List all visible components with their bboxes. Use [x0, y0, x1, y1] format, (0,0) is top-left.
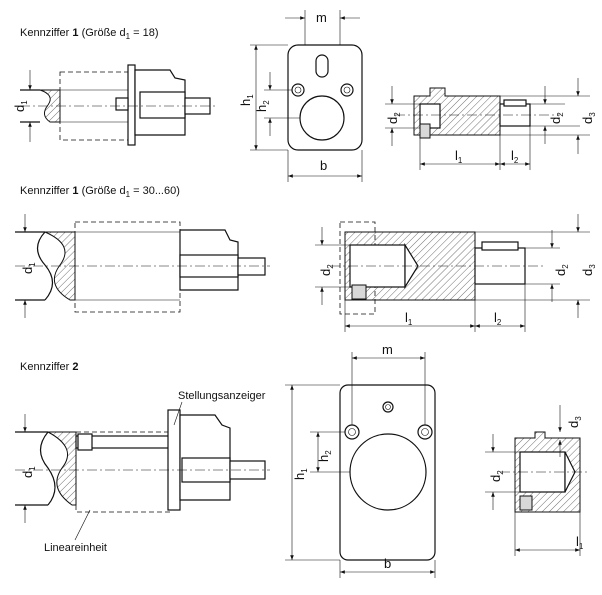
dim-h1: h1	[238, 94, 255, 106]
dim-h2: h2	[254, 100, 271, 112]
dim-m: m	[382, 342, 393, 357]
dim-d2-left: d2	[385, 112, 402, 124]
dim-d2-right: d2	[553, 264, 570, 276]
front-view-size-18: m h1 h2 b	[238, 10, 363, 182]
section-view-code-2: d2 d3 l1	[485, 405, 590, 556]
dim-l2: l2	[511, 148, 519, 165]
section-title-3: Kennziffer 2	[20, 361, 79, 373]
callout-lineareinheit: Lineareinheit	[44, 542, 107, 554]
dim-l1: l1	[405, 310, 413, 327]
dim-d2-left: d2	[318, 264, 335, 276]
dim-b: b	[384, 556, 391, 571]
dim-d3: d3	[580, 112, 597, 124]
front-view-code-2: m h1 h2 b	[285, 342, 436, 578]
side-view-size-18: d1	[12, 64, 215, 146]
dim-b: b	[320, 158, 327, 173]
section-title-2: Kennziffer 1 (Größe d1 = 30...60)	[20, 185, 180, 199]
dim-l2: l2	[494, 310, 502, 327]
dim-l1: l1	[455, 148, 463, 165]
dim-d2-right: d2	[548, 112, 565, 124]
dim-d1: d1	[20, 466, 37, 478]
dim-d3: d3	[566, 416, 583, 428]
dim-m: m	[316, 10, 327, 25]
dim-h1: h1	[292, 468, 309, 480]
section-view-size-18: d2 d2 d3 l1 l2	[385, 78, 597, 170]
section-view-size-30-60: d2 d2 d3 l1 l2	[315, 214, 597, 332]
dim-d3: d3	[580, 264, 597, 276]
dim-d1: d1	[12, 100, 29, 112]
side-view-code-2: d1 Stellungsanzeiger Lineareinheit	[15, 390, 270, 554]
dim-d1: d1	[20, 262, 37, 274]
callout-stellungsanzeiger: Stellungsanzeiger	[178, 390, 266, 402]
side-view-size-30-60: d1	[15, 214, 270, 318]
dim-d2: d2	[488, 470, 505, 482]
dim-h2: h2	[316, 450, 333, 462]
dim-l1: l1	[576, 534, 584, 551]
section-title-1: Kennziffer 1 (Größe d1 = 18)	[20, 27, 158, 41]
